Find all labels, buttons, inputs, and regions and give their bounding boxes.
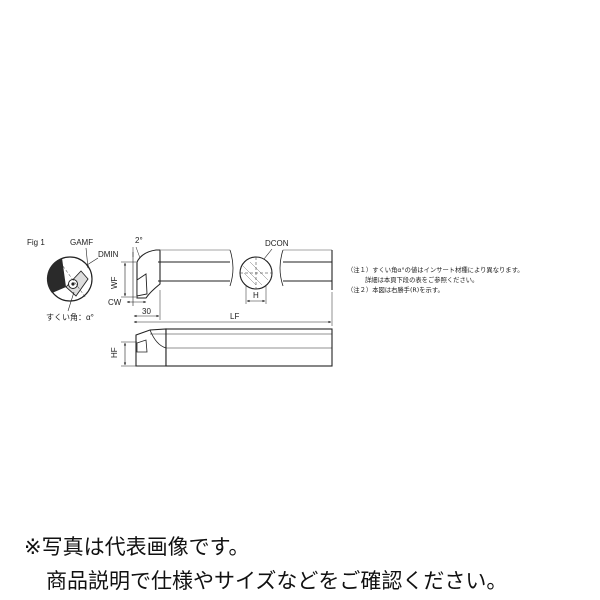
label-wf: WF (110, 276, 119, 289)
note-line: 詳細は本頁下段の表をご参照ください。 (365, 275, 478, 284)
label-gamf: GAMF (70, 238, 93, 247)
end-view (46, 256, 93, 302)
label-dmin: DMIN (98, 250, 119, 259)
section-view (239, 256, 273, 290)
label-h: H (253, 291, 259, 300)
label-lf: LF (230, 312, 239, 321)
fig-label: Fig 1 (27, 238, 45, 247)
label-30: 30 (142, 307, 151, 316)
label-rake-angle: すくい角：α° (46, 312, 94, 322)
note-line: （注１）すくい角α°の値はインサート材種により異なります。 (347, 265, 524, 274)
label-hf: HF (110, 347, 119, 358)
label-angle: 2° (135, 236, 143, 245)
label-dcon: DCON (265, 239, 289, 248)
top-view (132, 249, 333, 306)
side-view (135, 328, 333, 367)
note-line: （注２）本図は右勝手(R)を示す。 (347, 285, 444, 294)
footer-check-spec-note: 商品説明で仕様やサイズなどをご確認ください。 (46, 569, 508, 593)
footer-representative-image-note: ※写真は代表画像です。 (24, 535, 250, 559)
label-cw: CW (108, 298, 122, 307)
